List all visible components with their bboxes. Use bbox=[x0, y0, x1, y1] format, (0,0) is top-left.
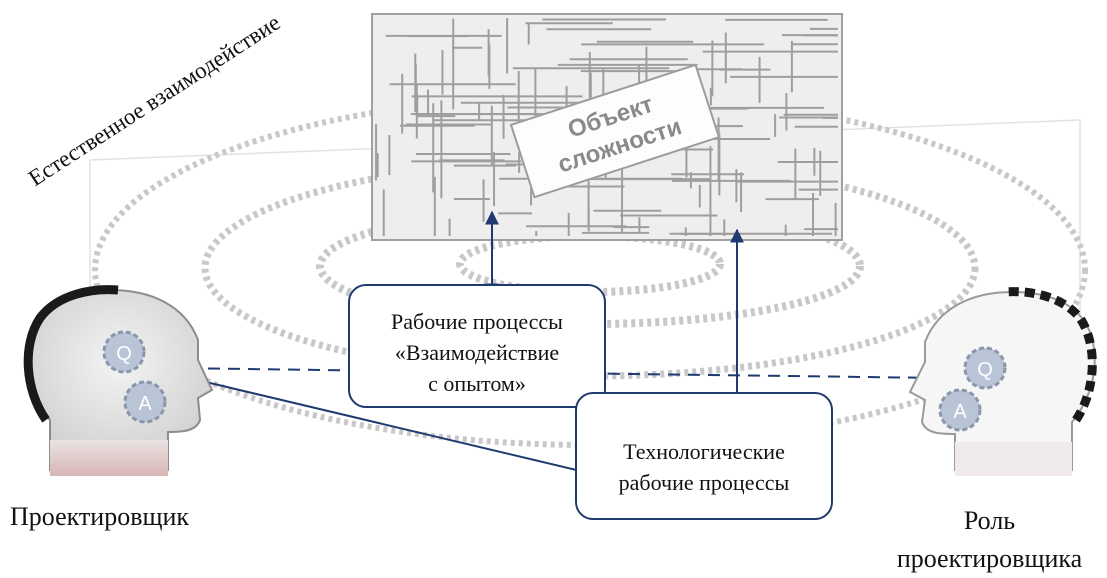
ring-outer bbox=[92, 92, 1088, 448]
arrow-designer-tech bbox=[166, 369, 612, 482]
svg-text:Q: Q bbox=[116, 343, 132, 365]
designer-label: Проектировщик bbox=[10, 502, 190, 531]
designer-role-label-line1: Роль bbox=[963, 506, 1016, 535]
tech-box-line1: Технологические bbox=[623, 439, 785, 464]
designer-role-label-line2: проектировщика bbox=[896, 544, 1083, 573]
technological-workflow-box: Технологические рабочие процессы bbox=[575, 392, 833, 520]
gear-icon: Q bbox=[102, 330, 146, 374]
gear-icon: Q bbox=[963, 346, 1007, 390]
svg-text:Q: Q bbox=[977, 359, 993, 381]
tech-box-line2: рабочие процессы bbox=[618, 470, 790, 495]
gear-icon: A bbox=[938, 388, 982, 432]
experience-workflow-box: Рабочие процессы «Взаимодействие с опыто… bbox=[348, 284, 606, 408]
experience-box-line3: с опытом» bbox=[428, 371, 526, 396]
experience-box-line1: Рабочие процессы bbox=[391, 309, 563, 334]
designer-head-figure: Q A bbox=[23, 285, 214, 476]
experience-box-line2: «Взаимодействие bbox=[394, 340, 560, 365]
svg-text:A: A bbox=[138, 393, 152, 415]
designer-role-label: Роль проектировщика bbox=[872, 502, 1107, 578]
designer-role-head-figure: Q A bbox=[908, 287, 1097, 476]
svg-text:A: A bbox=[953, 401, 967, 423]
gear-icon: A bbox=[123, 380, 167, 424]
ring-inner bbox=[316, 204, 864, 328]
